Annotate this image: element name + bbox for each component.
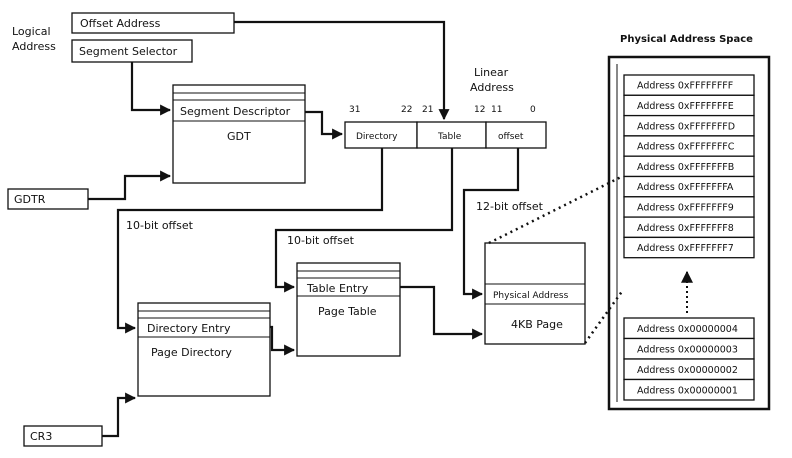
descriptor-to-linear-arrow (305, 110, 344, 140)
address-rows-top: Address 0xFFFFFFFF Address 0xFFFFFFFE Addr… (623, 74, 755, 259)
dir-entry-to-page-table-arrow (270, 325, 296, 356)
segment-descriptor-text: Segment Descriptor (180, 105, 291, 118)
bit-12: 12 (474, 105, 485, 115)
gdtr-to-gdt-arrow (88, 170, 172, 201)
address-label: Address 0xFFFFFFFD (637, 121, 735, 132)
address-label: Address 0xFFFFFFFA (637, 182, 734, 193)
address-label: Address 0xFFFFFFF9 (637, 202, 734, 213)
bit-0: 0 (530, 105, 536, 115)
address-label: Address 0xFFFFFFFC (637, 142, 735, 153)
logical-address-label-line2: Address (12, 40, 56, 53)
page-bottom-dotted-link (583, 289, 625, 344)
gdt-box (172, 84, 306, 184)
table-field-text: Table (437, 132, 462, 142)
segment-selector-text: Segment Selector (79, 45, 178, 58)
cr3-to-directory-arrow (102, 392, 137, 438)
address-cell (623, 378, 755, 401)
four-kb-page-box (484, 242, 586, 345)
offset-to-table-arrow (234, 20, 450, 121)
page-table-text: Page Table (318, 305, 377, 318)
address-label: Address 0xFFFFFFFB (637, 162, 734, 173)
address-label: Address 0xFFFFFFF7 (637, 243, 734, 254)
logical-address-label-line1: Logical (12, 25, 51, 38)
table-entry-to-page-arrow (400, 285, 484, 340)
cr3-text: CR3 (30, 430, 52, 443)
bit-22: 22 (401, 105, 412, 115)
offset-field-text: offset (498, 132, 524, 142)
directory-field-text: Directory (356, 132, 398, 142)
address-label: Address 0x00000001 (637, 385, 738, 396)
physical-address-text: Physical Address (493, 291, 569, 301)
table-entry-text: Table Entry (306, 282, 369, 295)
bit-31: 31 (349, 105, 360, 115)
address-label: Address 0x00000002 (637, 365, 738, 376)
offset-to-physical-arrow (462, 148, 520, 300)
gdtr-text: GDTR (14, 193, 46, 206)
ten-bit-offset-label-1: 10-bit offset (126, 219, 194, 232)
four-kb-page-text: 4KB Page (511, 318, 563, 331)
gdt-text: GDT (227, 130, 251, 143)
table-to-entry-arrow (274, 148, 454, 293)
address-label: Address 0x00000004 (637, 324, 738, 335)
directory-entry-text: Directory Entry (147, 322, 231, 335)
address-label: Address 0xFFFFFFFE (637, 101, 734, 112)
directory-field (344, 121, 418, 149)
ten-bit-offset-label-2: 10-bit offset (287, 234, 355, 247)
address-cell (623, 236, 755, 259)
address-label: Address 0xFFFFFFFF (637, 81, 733, 92)
physical-address-space-title: Physical Address Space (620, 34, 753, 45)
offset-address-text: Offset Address (80, 17, 161, 30)
linear-address-label-line2: Address (470, 81, 514, 94)
page-top-dotted-link (488, 174, 624, 245)
linear-address-label-line1: Linear (474, 66, 509, 79)
address-label: Address 0xFFFFFFF8 (637, 223, 734, 234)
twelve-bit-offset-label: 12-bit offset (476, 200, 544, 213)
bit-11: 11 (491, 105, 502, 115)
directory-to-entry-arrow (116, 148, 384, 334)
selector-to-descriptor-arrow (130, 62, 172, 116)
bit-21: 21 (422, 105, 433, 115)
page-directory-text: Page Directory (151, 346, 232, 359)
address-label: Address 0x00000003 (637, 344, 738, 355)
offset-field (485, 121, 547, 149)
